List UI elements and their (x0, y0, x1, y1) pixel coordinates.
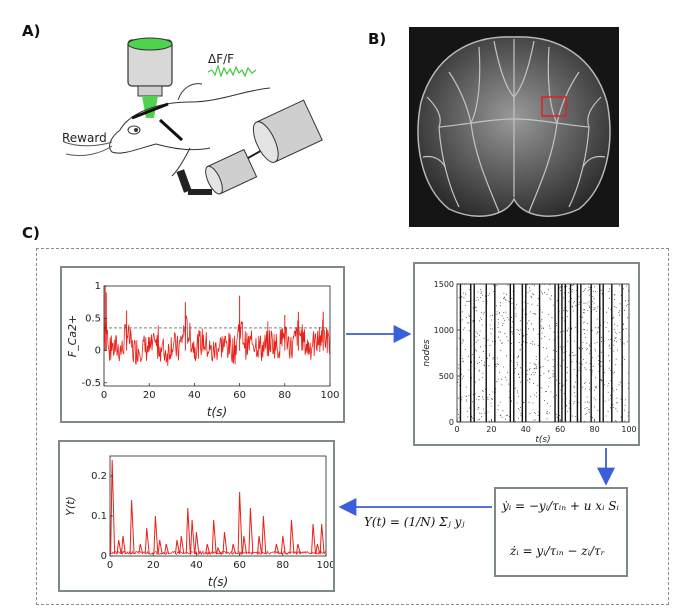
mean-field-peak (144, 527, 150, 555)
x-axis-label: t(s) (535, 435, 550, 444)
panel-c-container (36, 248, 669, 605)
x-tick-label: 20 (486, 425, 496, 434)
y-tick-label: 0.1 (91, 511, 107, 522)
calcium-trace-line (103, 315, 331, 367)
x-tick-label: 80 (590, 425, 600, 434)
panel-label-a: A) (22, 22, 41, 40)
y-axis-label: Y(t) (64, 496, 77, 516)
x-tick-label: 100 (320, 390, 339, 401)
plot-frame (456, 283, 630, 423)
mean-field-peak (179, 535, 185, 555)
equation-y: ẏᵢ = −yᵢ/τᵢₙ + u xᵢ Sᵢ (502, 499, 619, 513)
delta-f-label: ΔF/F (208, 52, 235, 66)
equations-box: ẏᵢ = −yᵢ/τᵢₙ + u xᵢ Sᵢ żᵢ = yᵢ/τᵢₙ − zᵢ/… (494, 487, 628, 577)
mean-field-peak (153, 515, 159, 555)
mean-field-peak (289, 519, 295, 555)
plot-frame (103, 285, 331, 387)
x-tick-label: 60 (555, 425, 565, 434)
x-tick-label: 60 (233, 390, 246, 401)
y-tick-label: 0 (95, 346, 101, 357)
mean-field-peak (248, 507, 254, 555)
y-tick-label: 0.5 (85, 313, 101, 324)
y-tick-label: 1000 (434, 326, 454, 335)
mean-field-peak (280, 535, 286, 555)
x-tick-label: 0 (101, 390, 107, 401)
plot-frame (109, 455, 327, 557)
x-tick-label: 40 (190, 560, 203, 571)
mean-field-peak (319, 523, 325, 555)
mean-field-box: 0 20 40 60 80 100 0 0.1 0.2 t(s) Y(t) (58, 440, 336, 592)
roi-box (541, 96, 567, 117)
mean-field-peak (164, 543, 170, 555)
y-tick-label: 0 (101, 551, 107, 562)
reward-label: Reward (62, 131, 107, 145)
x-tick-label: 40 (188, 390, 201, 401)
mean-field-peak (138, 543, 144, 555)
x-tick-label: 20 (147, 560, 160, 571)
mean-field-peak (261, 515, 267, 555)
x-tick-label: 0 (454, 425, 459, 434)
x-tick-label: 80 (278, 390, 291, 401)
mean-field-peak (190, 519, 196, 555)
mean-field-peak (194, 531, 200, 555)
mean-field-peak (205, 543, 211, 555)
mean-field-peak (241, 535, 247, 555)
x-tick-label: 0 (107, 560, 113, 571)
mean-field-peak (315, 543, 321, 555)
y-tick-label: 0 (449, 418, 454, 427)
mean-field-peak (216, 546, 221, 555)
y-tick-label: 1500 (434, 280, 454, 289)
y-tick-label: 1 (95, 281, 101, 292)
y-tick-label: 0.2 (91, 471, 107, 482)
brain-atlas-image (409, 27, 619, 227)
x-axis-label: t(s) (207, 405, 227, 419)
y-axis-label: F_Ca2+ (66, 315, 79, 357)
y-tick-label: 500 (439, 372, 454, 381)
x-axis-label: t(s) (208, 575, 228, 589)
x-tick-label: 20 (143, 390, 156, 401)
mean-field-peak (174, 539, 180, 555)
mean-field-peak (311, 523, 317, 555)
mean-field-peak (274, 543, 280, 555)
mean-field-peak (185, 507, 191, 555)
mean-field-peak (129, 499, 135, 555)
mean-field-chart: 0 20 40 60 80 100 0 0.1 0.2 t(s) Y(t) (64, 455, 336, 589)
mean-field-peak (257, 535, 263, 555)
x-tick-label: 40 (521, 425, 531, 434)
y-tick-label: -0.5 (81, 378, 101, 389)
x-tick-label: 80 (276, 560, 289, 571)
panel-label-c: C) (22, 224, 40, 242)
mean-field-peak (211, 519, 217, 555)
mean-field-peak (295, 543, 301, 555)
mean-field-peak (157, 539, 163, 555)
mean-field-peak (110, 459, 116, 555)
x-tick-label: 60 (233, 560, 246, 571)
mean-field-peak (120, 535, 126, 555)
mean-field-peak (116, 539, 122, 555)
mean-field-peak (222, 531, 228, 555)
equation-z: żᵢ = yᵢ/τᵢₙ − zᵢ/τᵣ (510, 544, 605, 558)
mean-field-peak (231, 543, 237, 555)
equation-mean-field: Y(t) = (1/N) Σⱼ yⱼ (364, 515, 465, 529)
x-tick-label: 100 (316, 560, 333, 571)
x-tick-label: 100 (621, 425, 636, 434)
mouse-schematic (63, 37, 323, 195)
panel-label-b: B) (368, 30, 387, 48)
mean-field-peak (237, 491, 243, 555)
y-axis-label: nodes (422, 339, 432, 366)
